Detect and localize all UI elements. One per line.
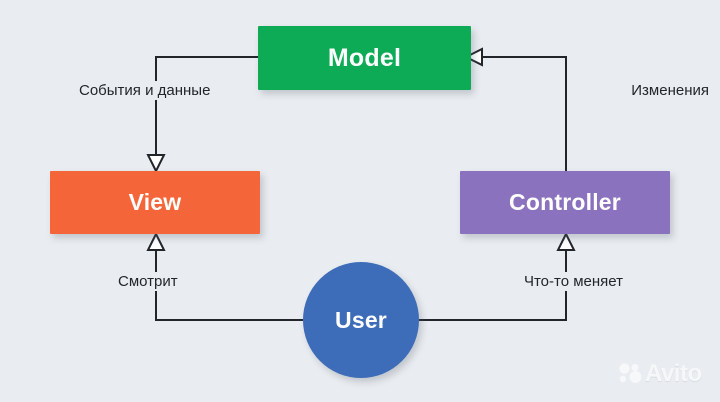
arrowhead-up-icon [146,231,166,251]
node-model[interactable]: Model [258,26,471,90]
edge-model-to-view [146,56,258,174]
node-view-label: View [128,189,182,215]
edge-controller-to-model [463,47,567,171]
arrowhead-down-icon [146,154,166,174]
arrowhead-up-icon [556,231,576,251]
edge-label-changes-something: Что-то меняет [518,272,628,291]
avito-watermark-text: Avito [645,360,702,387]
node-controller-label: Controller [509,189,621,215]
edge-label-events-and-data: События и данные [74,81,216,100]
node-user-label: User [335,306,387,333]
node-user[interactable]: User [303,262,419,378]
avito-dots-icon [619,363,641,383]
avito-watermark: Avito [618,362,702,386]
node-model-label: Model [327,43,402,72]
node-controller[interactable]: Controller [460,171,670,234]
edge-label-watches: Смотрит [113,272,183,291]
arrowhead-left-icon [463,47,483,67]
edge-label-changes: Изменения [626,81,714,100]
node-view[interactable]: View [50,171,260,234]
